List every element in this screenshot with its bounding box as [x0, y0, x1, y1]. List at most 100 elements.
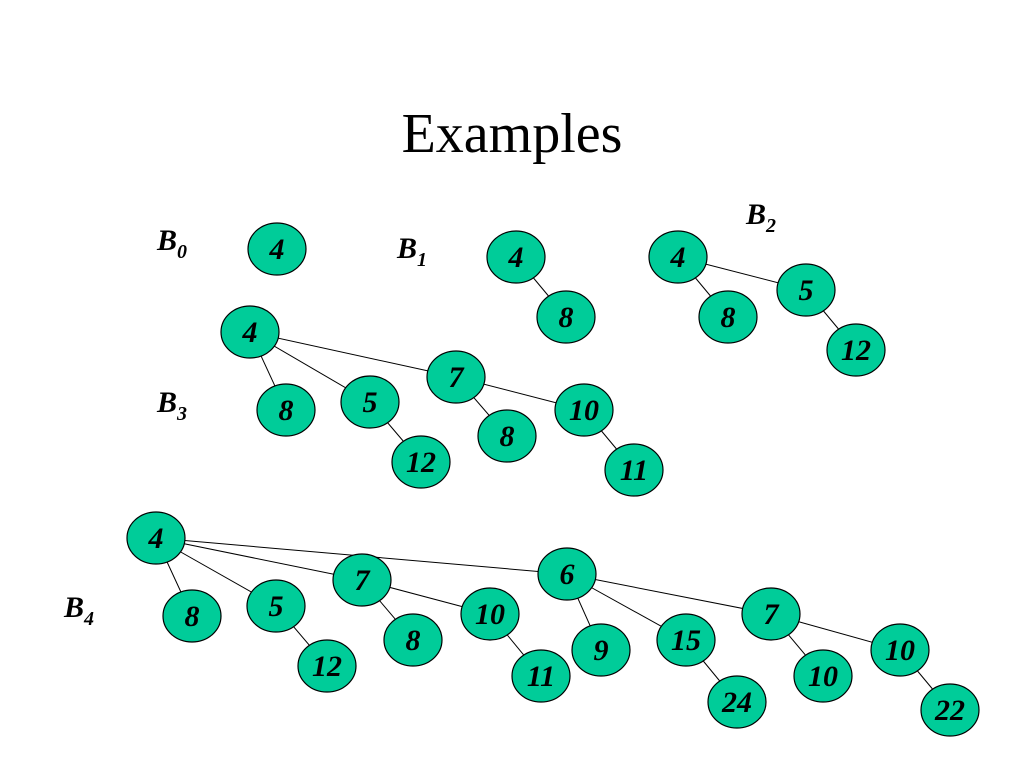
tree-node: 7 [741, 587, 801, 641]
node-key: 7 [764, 598, 780, 631]
node-ellipse [246, 579, 306, 633]
tree-edge [155, 537, 363, 581]
node-ellipse [870, 623, 930, 677]
tree-node: 5 [776, 263, 836, 317]
tree-node: 4 [126, 511, 186, 565]
node-key: 11 [527, 660, 555, 693]
tree-label-subscript: 2 [765, 215, 776, 237]
tree-node: 10 [793, 649, 853, 703]
node-key: 4 [269, 233, 285, 266]
node-ellipse [426, 350, 486, 404]
tree-node: 11 [604, 443, 664, 497]
node-ellipse [391, 435, 451, 489]
node-key: 10 [475, 598, 505, 631]
tree-label-subscript: 3 [176, 403, 187, 425]
tree-node: 5 [340, 375, 400, 429]
node-ellipse [741, 587, 801, 641]
tree-node: 11 [511, 649, 571, 703]
tree-node: 8 [162, 589, 222, 643]
node-ellipse [486, 230, 546, 284]
tree-label-letter: B [396, 232, 417, 265]
tree-label-b2: B2 [745, 198, 776, 237]
tree-edge [249, 331, 457, 378]
node-key: 4 [508, 241, 524, 274]
tree-node: 8 [383, 613, 443, 667]
node-ellipse [537, 547, 597, 601]
node-key: 24 [721, 686, 752, 719]
tree-node: 12 [391, 435, 451, 489]
tree-node: 7 [426, 350, 486, 404]
node-key: 5 [799, 274, 814, 307]
node-key: 10 [569, 394, 599, 427]
node-key: 4 [242, 316, 258, 349]
node-key: 8 [279, 394, 294, 427]
tree-label-b4: B4 [63, 591, 94, 630]
node-ellipse [656, 613, 716, 667]
tree-node: 10 [554, 383, 614, 437]
node-key: 8 [721, 301, 736, 334]
node-ellipse [776, 263, 836, 317]
node-ellipse [162, 589, 222, 643]
node-ellipse [340, 375, 400, 429]
node-ellipse [220, 305, 280, 359]
tree-node: 12 [297, 639, 357, 693]
node-key: 4 [670, 241, 686, 274]
node-key: 22 [934, 694, 965, 727]
tree-node: 4 [247, 222, 307, 276]
tree-node: 24 [707, 675, 767, 729]
node-key: 8 [559, 301, 574, 334]
tree-node: 8 [536, 290, 596, 344]
node-key: 12 [841, 334, 871, 367]
node-ellipse [698, 290, 758, 344]
tree-label-b1: B1 [396, 232, 427, 271]
node-key: 6 [560, 558, 575, 591]
node-ellipse [511, 649, 571, 703]
node-ellipse [554, 383, 614, 437]
tree-label-b0: B0 [156, 224, 187, 263]
node-ellipse [477, 409, 537, 463]
tree-node: 10 [460, 587, 520, 641]
node-key: 10 [808, 660, 838, 693]
node-ellipse [604, 443, 664, 497]
node-ellipse [648, 230, 708, 284]
tree-node: 9 [571, 623, 631, 677]
tree-label-subscript: 1 [417, 249, 427, 271]
tree-edge [566, 573, 772, 615]
slide-title: Examples [401, 103, 623, 165]
node-ellipse [920, 683, 980, 737]
tree-label-b3: B3 [156, 386, 187, 425]
node-ellipse [826, 323, 886, 377]
node-ellipse [793, 649, 853, 703]
node-key: 12 [406, 446, 436, 479]
node-ellipse [126, 511, 186, 565]
node-ellipse [460, 587, 520, 641]
node-ellipse [247, 222, 307, 276]
node-key: 9 [594, 634, 609, 667]
node-key: 4 [148, 522, 164, 555]
node-key: 8 [406, 624, 421, 657]
tree-node: 8 [256, 383, 316, 437]
tree-node: 4 [220, 305, 280, 359]
tree-node: 5 [246, 579, 306, 633]
tree-node: 15 [656, 613, 716, 667]
tree-node: 12 [826, 323, 886, 377]
node-key: 11 [620, 454, 648, 487]
tree-node: 4 [486, 230, 546, 284]
node-key: 12 [312, 650, 342, 683]
tree-node: 4 [648, 230, 708, 284]
tree-label-letter: B [156, 386, 177, 419]
node-ellipse [571, 623, 631, 677]
node-ellipse [332, 553, 392, 607]
tree-label-letter: B [156, 224, 177, 257]
node-ellipse [297, 639, 357, 693]
tree-label-subscript: 0 [177, 241, 187, 263]
node-key: 15 [671, 624, 701, 657]
node-ellipse [383, 613, 443, 667]
tree-label-letter: B [63, 591, 84, 624]
tree-label-letter: B [745, 198, 766, 231]
node-key: 7 [449, 361, 465, 394]
tree-node: 7 [332, 553, 392, 607]
tree-label-subscript: 4 [83, 608, 94, 630]
node-ellipse [256, 383, 316, 437]
